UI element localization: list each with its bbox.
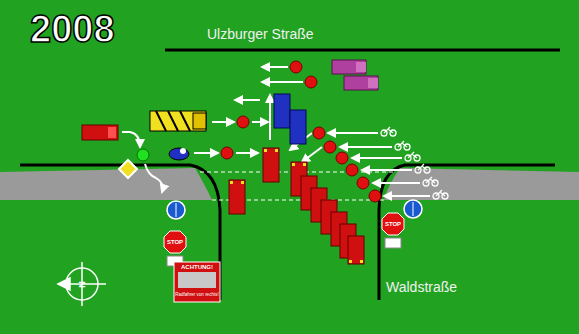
warning-sign-heading: ACHTUNG! xyxy=(181,264,213,270)
compass-letter: N xyxy=(78,281,87,288)
street-name: Waldstraße xyxy=(386,280,457,294)
year-title: 2008 xyxy=(30,10,115,48)
stop-sign-text: STOP xyxy=(167,239,183,245)
warning-sign-text: Radfahrer von rechts! xyxy=(175,293,218,298)
street-name: Ulzburger Straße xyxy=(207,27,314,41)
stop-sign-text: STOP xyxy=(385,221,401,227)
